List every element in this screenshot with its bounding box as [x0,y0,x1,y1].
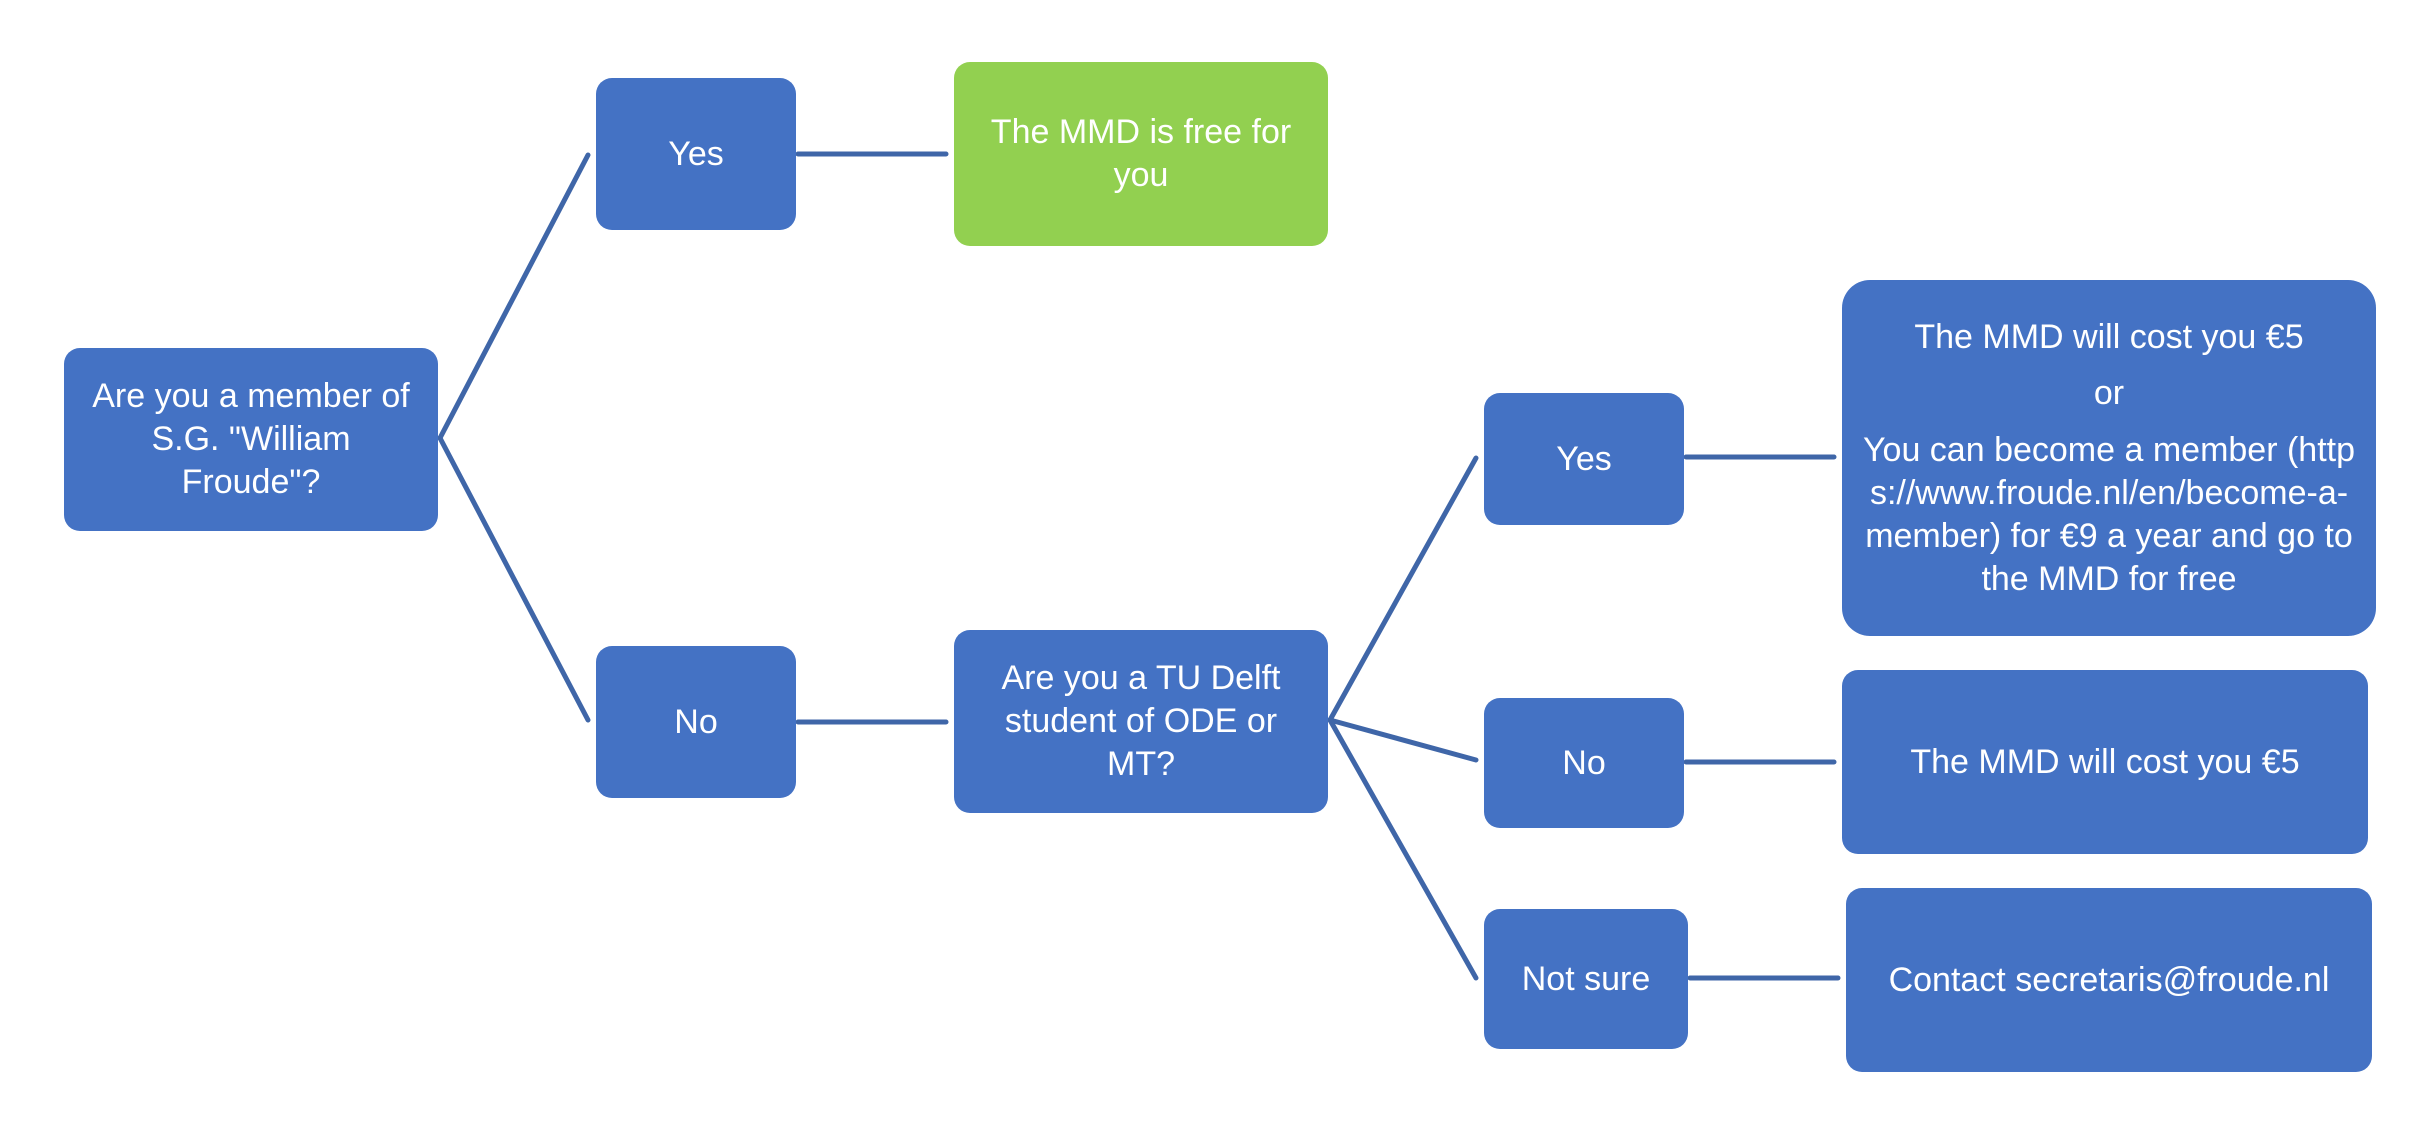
member-question-box: Are you a member of S.G. "William Froude… [64,348,438,531]
member-no-label: No [674,702,718,741]
connector-student-to-not-sure [1327,717,1479,981]
free-result-box: The MMD is free for you [954,62,1328,246]
connector-member-to-no [437,435,591,723]
student-question-box: Are you a TU Delft student of ODE or MT? [954,630,1328,813]
connector-student-to-yes [1327,455,1479,723]
cost-result-text: The MMD will cost you €5 [1910,742,2300,781]
student-yes-label: Yes [1556,439,1612,478]
student-no-label: No [1562,743,1606,782]
member-yes-label: Yes [668,134,724,173]
member-yes-box: Yes [596,78,796,230]
student-question-text: Are you a TU Delft student of ODE or MT? [1001,659,1281,783]
free-result-text: The MMD is free for you [990,113,1292,194]
cost-or-join-box: The MMD will cost you €5 or You can beco… [1842,280,2376,636]
student-not-sure-box: Not sure [1484,909,1688,1049]
member-question-text: Are you a member of S.G. "William Froude… [92,377,410,501]
contact-result-text: Contact secretaris@froude.nl [1888,960,2330,999]
student-not-sure-label: Not sure [1521,959,1651,998]
or-text: or [2093,374,2125,413]
connector-member-to-yes [437,152,591,441]
member-no-box: No [596,646,796,798]
cost-result-box: The MMD will cost you €5 [1842,670,2368,854]
join-text: You can become a member (https://www.fro… [1862,431,2356,598]
student-yes-box: Yes [1484,393,1684,525]
contact-result-box: Contact secretaris@froude.nl [1846,888,2372,1072]
student-no-box: No [1484,698,1684,828]
cost-text: The MMD will cost you €5 [1914,317,2304,356]
connector-student-to-no [1327,717,1479,763]
